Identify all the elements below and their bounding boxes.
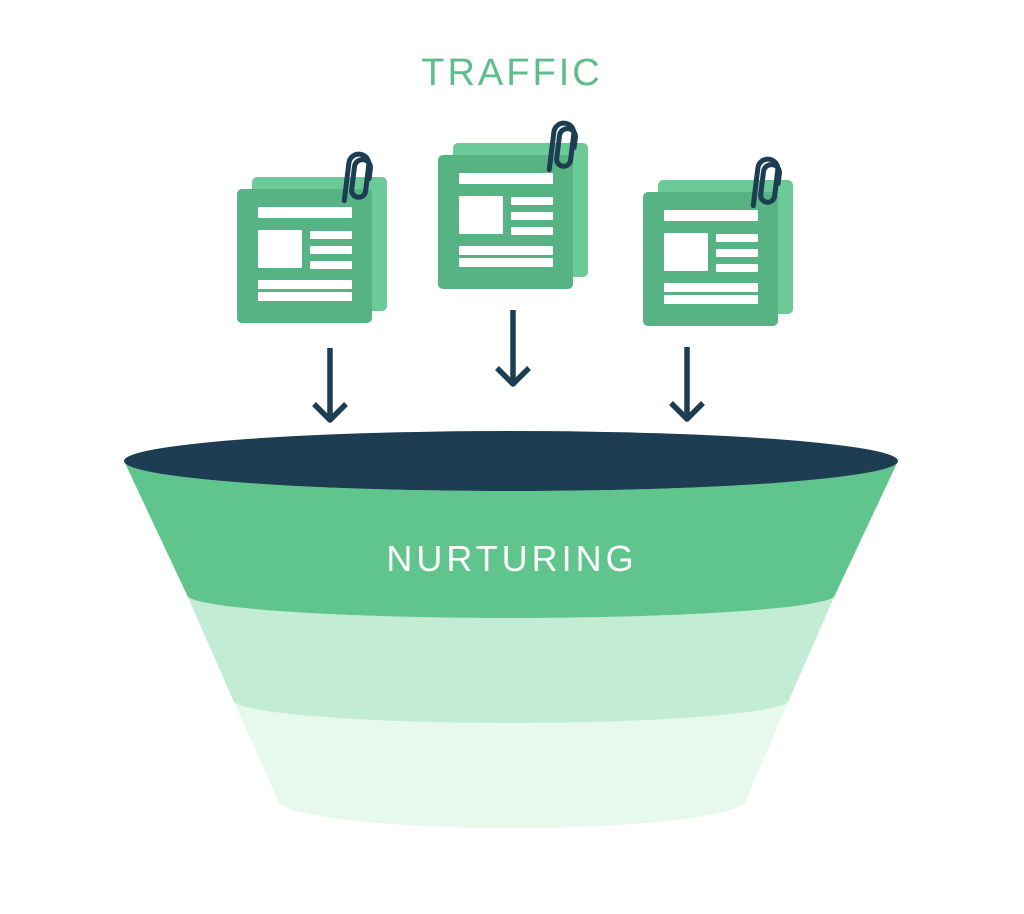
article-text-line	[716, 264, 758, 272]
article-image-block	[258, 230, 302, 268]
funnel-stage-1	[124, 461, 898, 618]
paperclip-icon	[546, 120, 578, 173]
article-text-line	[511, 212, 553, 220]
article-with-paperclip-icon	[643, 146, 803, 331]
article-text-line	[664, 283, 758, 292]
article-image-block	[664, 233, 708, 271]
article-title-bar	[258, 207, 352, 218]
article-with-paperclip-icon	[237, 143, 397, 328]
down-arrow-icon	[312, 348, 348, 423]
article-title-bar	[459, 173, 553, 184]
funnel-stage-3	[233, 700, 789, 828]
funnel-opening	[124, 431, 898, 491]
article-text-line	[459, 258, 553, 267]
article-title-bar	[664, 210, 758, 221]
page-title: TRAFFIC	[421, 52, 603, 94]
article-text-line	[258, 280, 352, 289]
stage-label-nurturing: NURTURING	[386, 538, 638, 579]
front-sheet	[643, 192, 778, 326]
article-text-line	[716, 234, 758, 242]
down-arrow-icon	[495, 310, 531, 387]
down-arrow-icon	[669, 347, 705, 422]
front-sheet	[237, 189, 372, 323]
article-text-line	[511, 197, 553, 205]
article-text-line	[310, 231, 352, 239]
article-text-line	[310, 261, 352, 269]
paperclip-icon	[750, 156, 782, 209]
article-text-line	[258, 292, 352, 301]
article-text-line	[459, 246, 553, 255]
article-with-paperclip-icon	[438, 109, 598, 294]
article-text-line	[664, 295, 758, 304]
article-image-block	[459, 196, 503, 234]
paperclip-icon	[341, 151, 373, 204]
article-text-line	[511, 227, 553, 235]
article-text-line	[310, 246, 352, 254]
funnel-stage-2	[187, 595, 835, 723]
front-sheet	[438, 155, 573, 289]
article-text-line	[716, 249, 758, 257]
